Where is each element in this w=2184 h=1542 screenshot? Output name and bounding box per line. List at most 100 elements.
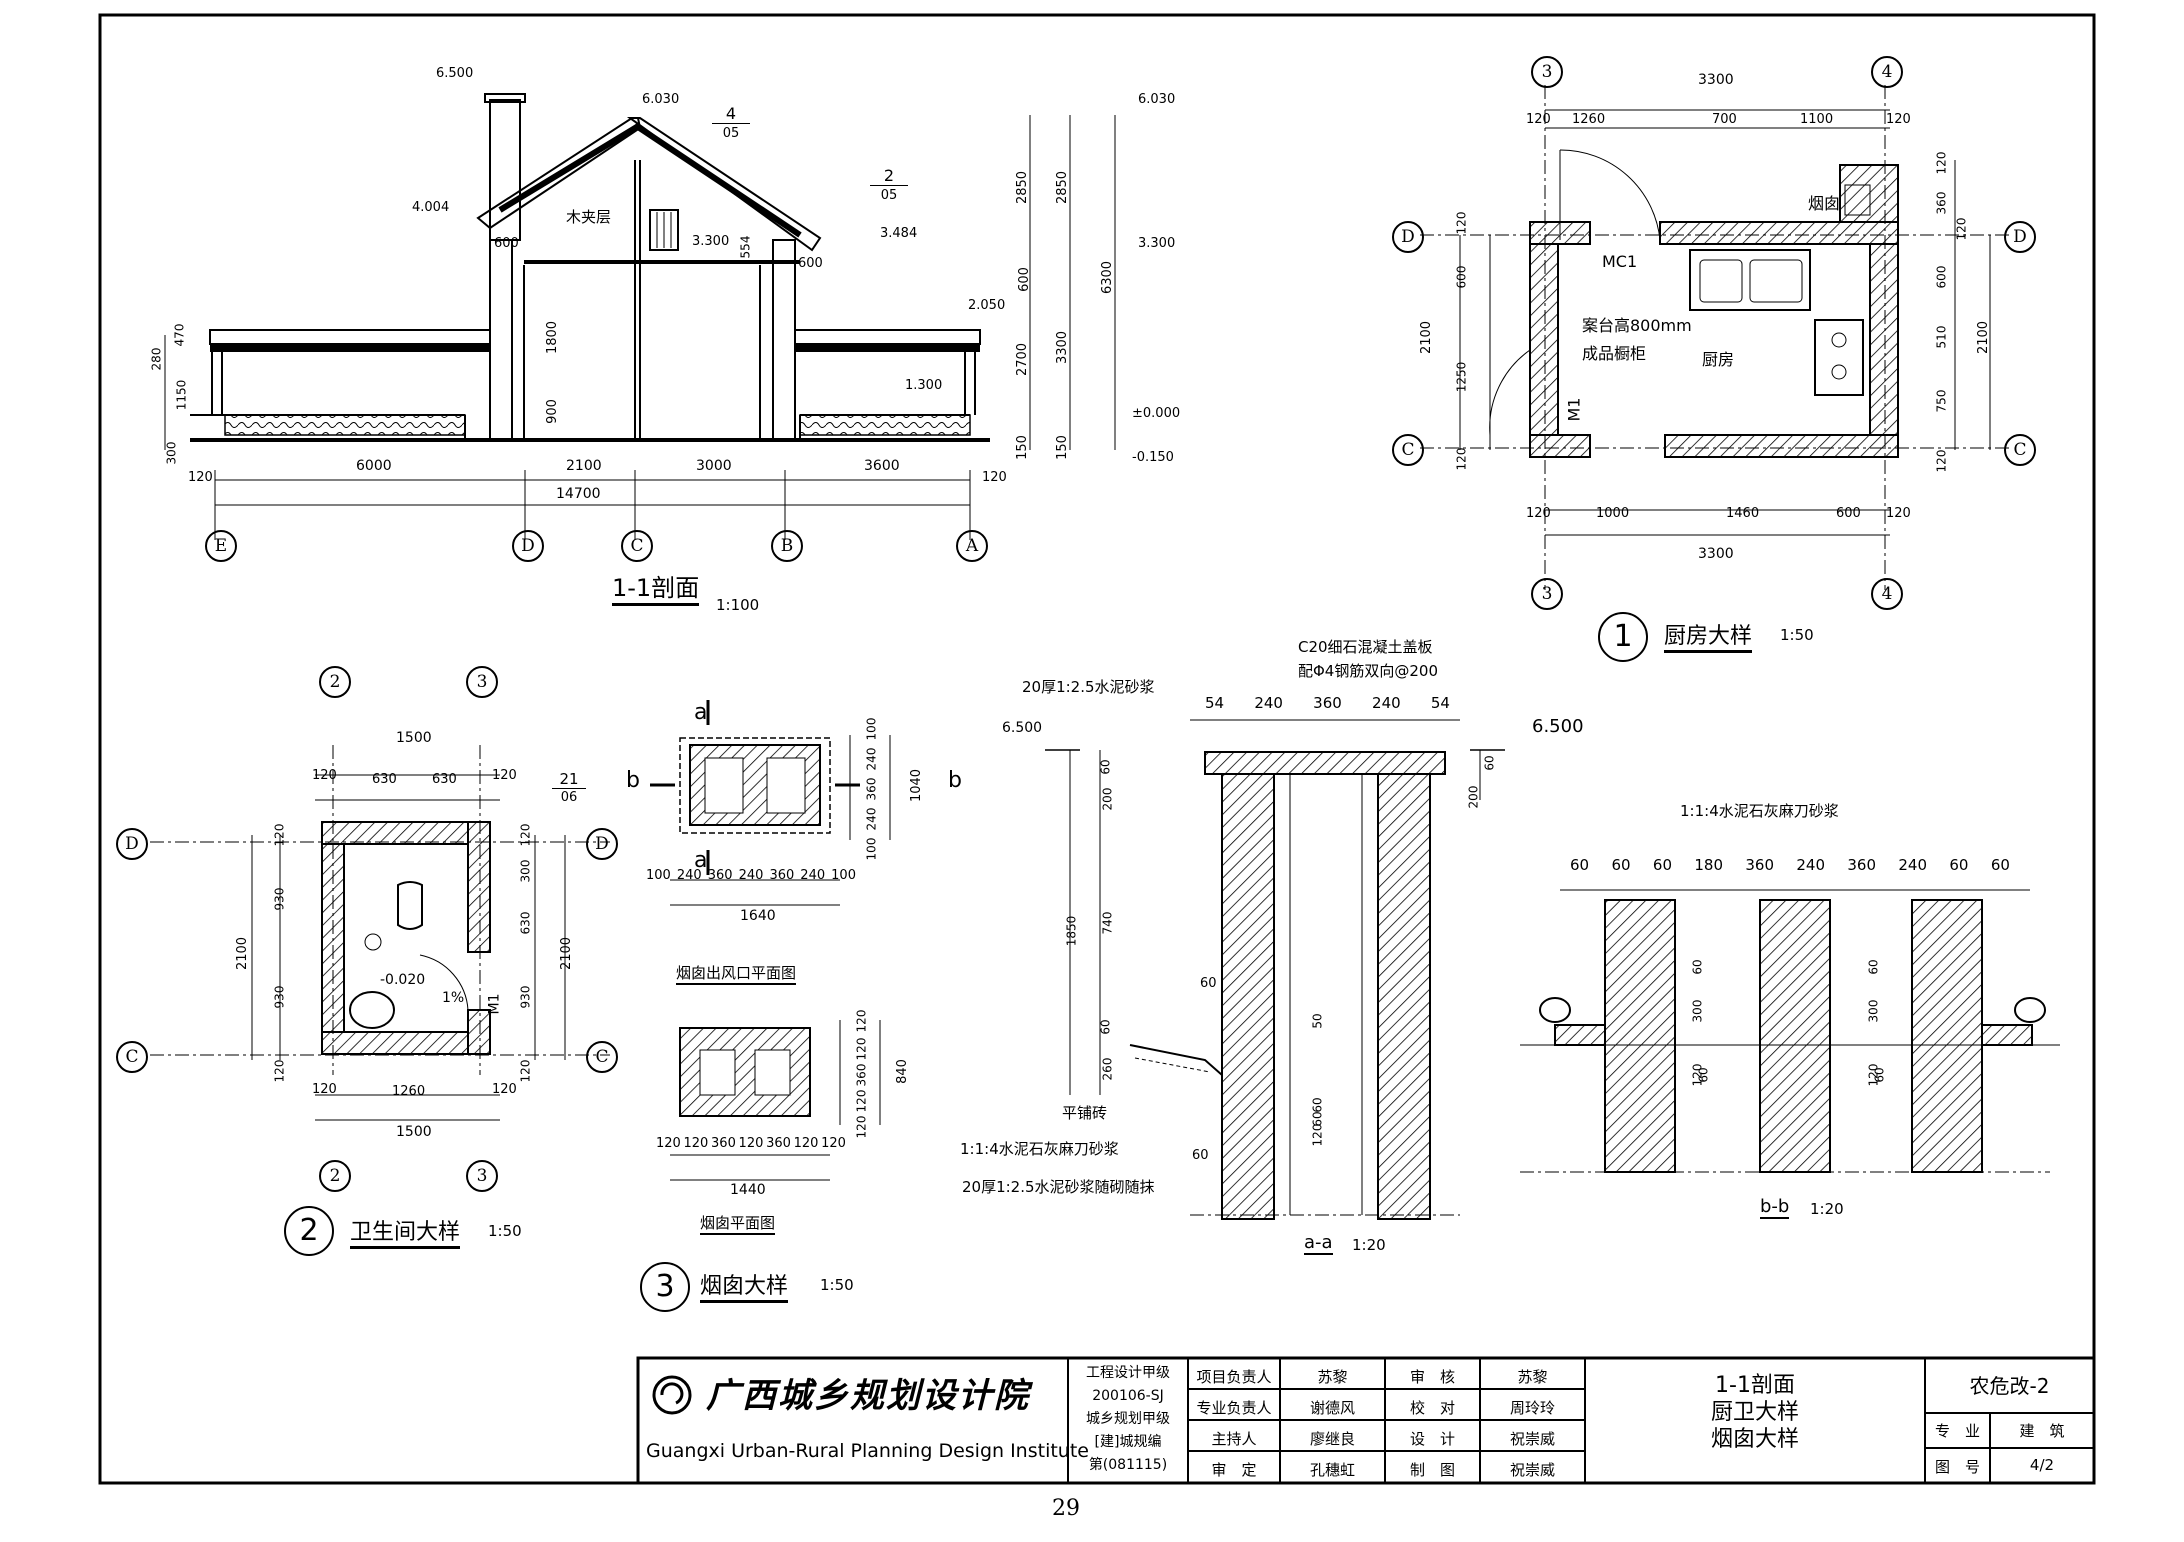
bathroom-top-120b: 120	[492, 768, 517, 783]
chimney-plans	[650, 700, 891, 1181]
chimney-plan2-right-360: 360	[854, 1063, 869, 1087]
dim-right2-150: 150	[1054, 435, 1070, 460]
dim-6000: 6000	[356, 458, 392, 474]
elev-6500: 6.500	[436, 66, 474, 81]
dim-120-left: 120	[188, 470, 213, 485]
aa-mid-60: 60	[1200, 976, 1217, 991]
dim-right2-3300: 3300	[1055, 330, 1071, 365]
dim-120-right: 120	[982, 470, 1007, 485]
drawing-title: 1-1剖面 厨卫大样 烟囱大样	[1585, 1372, 1925, 1453]
elev-1300: 1.300	[905, 378, 943, 393]
bathroom-axis-2-top: 2	[319, 666, 351, 698]
bathroom-right-120a: 120	[518, 823, 533, 847]
discipline-value: 建 筑	[2019, 1422, 2065, 1440]
aa-elev-right: 6.500	[1532, 716, 1584, 737]
dim-right-600: 600	[1016, 267, 1032, 292]
plan2-dim: 360	[766, 1136, 791, 1151]
dim-mid-600b: 600	[798, 256, 823, 271]
chimney-plan1-right-total: 1040	[909, 768, 925, 803]
check-key: 设 计	[1409, 1430, 1455, 1448]
plan1-dim: 100	[831, 868, 856, 883]
section-1-1-scale: 1:100	[716, 596, 760, 614]
bathroom-scale: 1:50	[488, 1222, 522, 1240]
dim-mid-554: 554	[738, 235, 753, 259]
section-bb-title: b-b	[1760, 1196, 1790, 1219]
dim-2100: 2100	[566, 458, 602, 474]
kitchen-bottom-total: 3300	[1698, 546, 1734, 562]
bb-top-dim: 60	[1990, 856, 2010, 874]
axis-A: A	[956, 530, 988, 562]
chimney-sec-a-bot: a	[694, 848, 708, 873]
kitchen-right-750: 750	[1934, 389, 1949, 413]
aa-note-3: 平铺砖	[1062, 1104, 1108, 1122]
kitchen-room-label: 厨房	[1702, 350, 1735, 369]
plan1-dim: 360	[707, 868, 733, 883]
bb-top-dim: 60	[1652, 856, 1672, 874]
callout-4-sheet: 05	[722, 126, 740, 141]
chimney-sec-b-left: b	[626, 768, 640, 793]
aa-left-200: 200	[1100, 787, 1115, 811]
aa-left-260: 260	[1100, 1057, 1115, 1081]
drawing-no-value: 4/2	[2029, 1456, 2055, 1474]
bathroom-slope: 1%	[442, 990, 465, 1006]
plan2-dim: 120	[738, 1136, 764, 1151]
chimney-plan2-dims: 120 120 360 120 360 120 120	[656, 1136, 846, 1151]
qual-3: [建]城规编	[1094, 1434, 1162, 1450]
project-code: 农危改-2	[1969, 1374, 2050, 1398]
bb-top-dim: 60	[1611, 856, 1631, 874]
chimney-plan2-right-120c: 120	[854, 1089, 869, 1113]
chimney-plan1-title: 烟囱出风口平面图	[676, 962, 797, 985]
dim-left-470: 470	[172, 323, 187, 347]
kitchen-cabinet-label: 成品橱柜	[1582, 344, 1647, 363]
bb-top-dim: 180	[1694, 856, 1723, 874]
bb-side-60b: 60	[1696, 1067, 1711, 1083]
elev-neg0150: -0.150	[1132, 450, 1174, 465]
bathroom-elev: -0.020	[380, 972, 426, 988]
kitchen-title: 厨房大样	[1664, 618, 1753, 653]
kitchen-top-120b: 120	[1886, 112, 1911, 127]
aa-top-dim: 360	[1313, 694, 1342, 712]
kitchen-plan	[1420, 85, 2010, 590]
bathroom-plan	[150, 745, 610, 1121]
bathroom-axis-2-bot: 2	[319, 1160, 351, 1192]
aa-note-0: C20细石混凝土盖板	[1298, 638, 1433, 656]
checks-values: 苏黎 周玲玲 祝崇威 祝崇威	[1480, 1362, 1585, 1486]
chimney-plan1-right-240b: 240	[864, 807, 879, 831]
bathroom-axis-D-right: D	[586, 828, 618, 860]
kitchen-axis-D-right: D	[2004, 221, 2036, 253]
section-aa-title: a-a	[1304, 1232, 1333, 1255]
section-aa-scale: 1:20	[1352, 1236, 1386, 1254]
kitchen-right-120c: 120	[1934, 449, 1949, 473]
plan2-dim: 120	[683, 1136, 709, 1151]
bathroom-title: 卫生间大样	[350, 1214, 461, 1249]
dim-mid-600a: 600	[494, 236, 519, 251]
role-key: 专业负责人	[1196, 1399, 1272, 1417]
elev-3484: 3.484	[880, 226, 918, 241]
title-block-frame	[636, 1356, 2096, 1485]
plan1-dim: 100	[646, 868, 671, 883]
bathroom-axis-C-right: C	[586, 1041, 618, 1073]
roles-values: 苏黎 谢德风 廖继良 孔穗虹	[1280, 1362, 1385, 1486]
bb-side-300: 300	[1690, 999, 1705, 1023]
kitchen-counter-label: 案台高800mm	[1582, 316, 1692, 335]
role-value: 廖继良	[1309, 1430, 1355, 1448]
org-english-name: Guangxi Urban-Rural Planning Design Inst…	[646, 1440, 1089, 1462]
bathroom-left-930a: 930	[272, 887, 287, 911]
kitchen-axis-3-bot: 3	[1531, 578, 1563, 610]
kitchen-bot-1460: 1460	[1726, 506, 1760, 521]
bathroom-num: 2	[284, 1206, 334, 1256]
check-key: 审 核	[1409, 1368, 1455, 1386]
aa-top-dim: 54	[1205, 694, 1225, 712]
kitchen-right-120b: 120	[1954, 217, 1969, 241]
axis-E: E	[205, 530, 237, 562]
bb-note: 1:1:4水泥石灰麻刀砂浆	[1680, 802, 1839, 820]
kitchen-axis-C-left: C	[1392, 434, 1424, 466]
aa-note-2: 20厚1:2.5水泥砂浆	[1022, 678, 1155, 696]
kitchen-left-1250: 1250	[1454, 361, 1469, 393]
chimney-plan1-right-360: 360	[864, 777, 879, 801]
chimney-plan2-right-120b: 120	[854, 1037, 869, 1061]
kitchen-right-600: 600	[1934, 265, 1949, 289]
axis-C: C	[621, 530, 653, 562]
bathroom-axis-D-left: D	[116, 828, 148, 860]
